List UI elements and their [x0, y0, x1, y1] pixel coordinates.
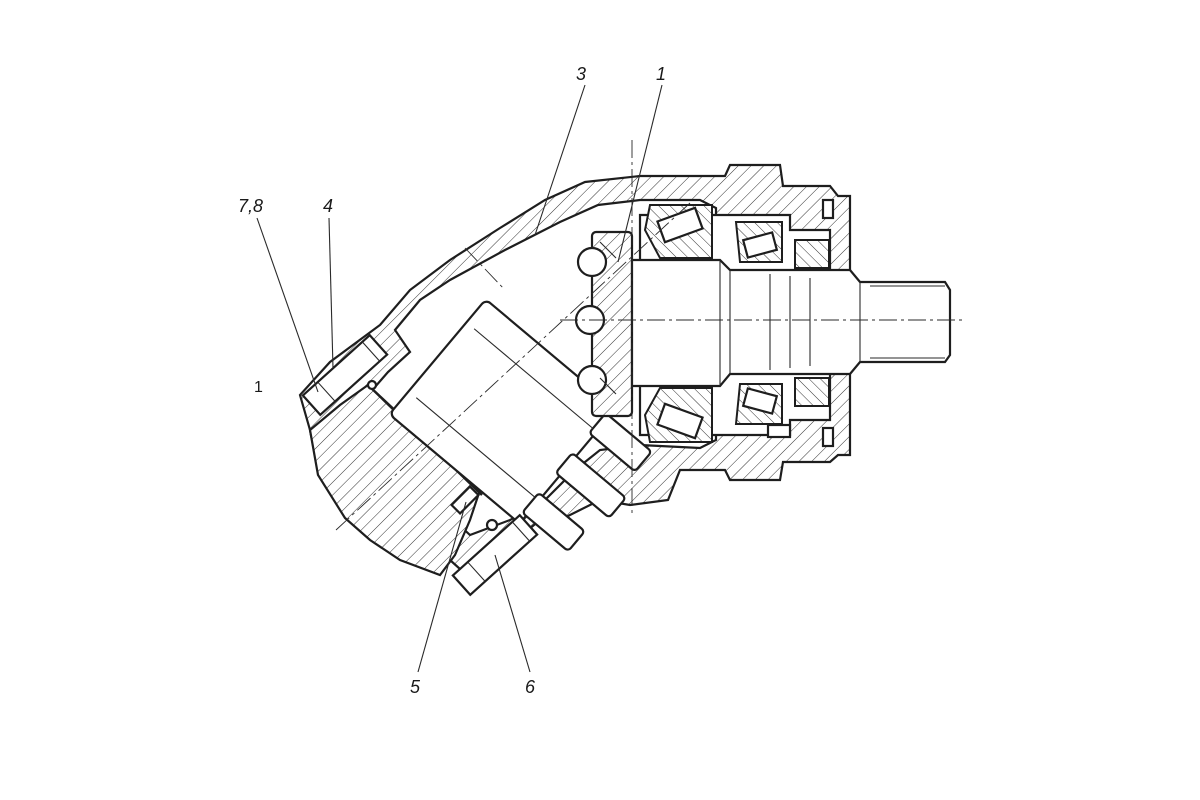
snap-ring-lower — [821, 426, 835, 448]
leader-4 — [328, 217, 334, 369]
label-part-1: 1 — [656, 64, 666, 84]
label-part-3: 3 — [576, 64, 586, 84]
drive-flange — [574, 230, 634, 418]
seal-lower — [794, 377, 830, 407]
leader-6 — [494, 554, 531, 673]
ball-joint-1 — [576, 246, 608, 278]
port-plate-block — [308, 383, 482, 577]
drive-shaft — [630, 258, 952, 388]
o-ring-upper — [366, 379, 378, 391]
label-part-7-8: 7,8 — [238, 196, 263, 216]
screw-upper — [301, 333, 389, 417]
piston-lower — [522, 493, 585, 551]
label-part-6: 6 — [525, 677, 536, 697]
label-part-4: 4 — [323, 196, 333, 216]
dowel-pin — [450, 485, 480, 515]
stray-mark: 1 — [254, 379, 263, 396]
cylinder-axis — [335, 202, 691, 531]
shaft-body — [630, 258, 952, 388]
set-screw — [766, 423, 792, 439]
o-ring — [485, 518, 499, 532]
shaft-seal-cover — [766, 198, 835, 448]
centre-lines — [335, 140, 965, 531]
piston-middle — [556, 453, 626, 518]
leader-1 — [617, 84, 663, 263]
leader-3 — [534, 84, 586, 236]
seal-upper — [794, 239, 830, 269]
piston-upper — [589, 413, 652, 472]
bearings — [643, 204, 783, 443]
leader-7-8 — [256, 217, 319, 393]
ball-joint-3 — [576, 364, 608, 396]
snap-ring-upper — [821, 198, 835, 220]
cylinder-block — [390, 300, 652, 551]
leader-5 — [417, 501, 467, 673]
leader-lines — [256, 84, 663, 673]
label-part-5: 5 — [410, 677, 421, 697]
